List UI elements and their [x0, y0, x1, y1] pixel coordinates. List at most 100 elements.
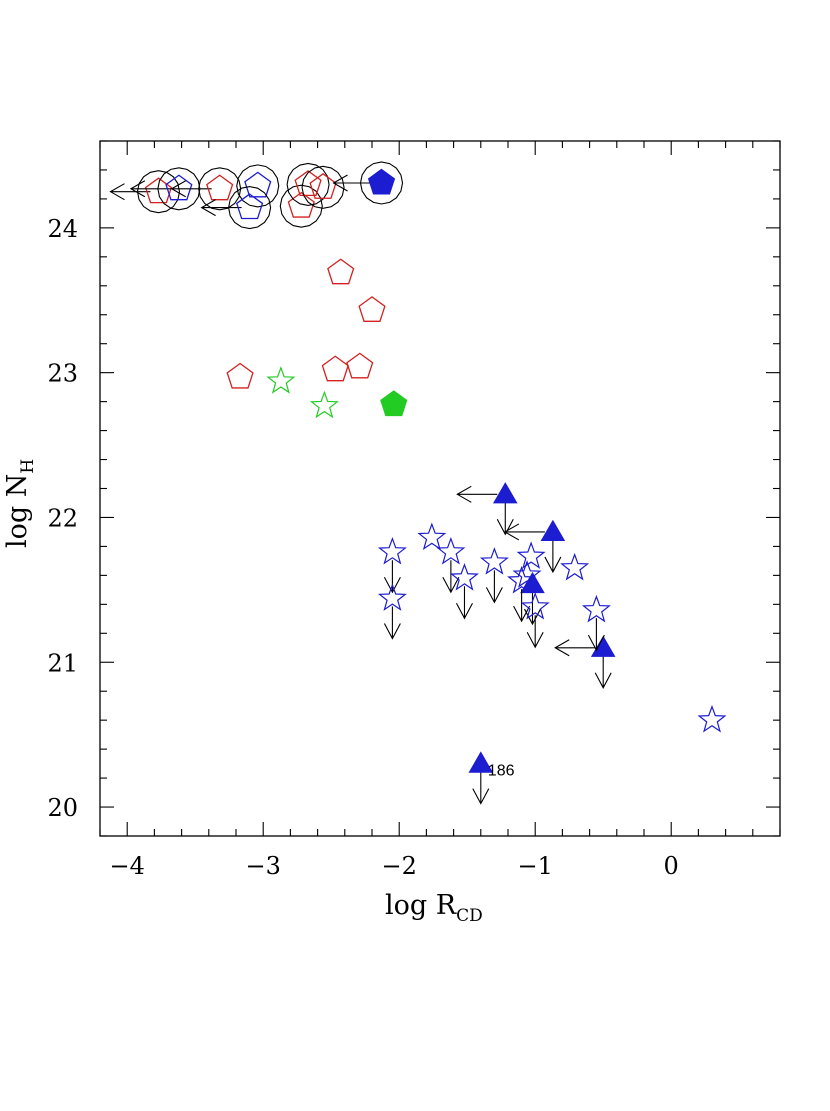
data-point: [516, 541, 546, 569]
data-point: [512, 560, 542, 588]
star-marker: [309, 390, 339, 419]
left-limit-arrow: [332, 174, 374, 192]
down-limit-arrow: [442, 560, 460, 594]
circle-marker: [301, 165, 345, 209]
down-limit-arrow: [523, 592, 541, 626]
data-point: [380, 390, 408, 417]
data-point: [346, 352, 374, 379]
star-marker: [266, 366, 296, 394]
star-marker: [377, 583, 407, 611]
pentagon-marker: [144, 177, 173, 204]
down-limit-arrow: [383, 606, 401, 640]
data-point: [321, 355, 349, 382]
down-limit-arrow: [513, 589, 531, 623]
pentagon-marker: [235, 193, 264, 220]
data-point: [170, 167, 242, 211]
pentagon-marker: [321, 355, 349, 382]
down-limit-arrow: [472, 771, 490, 805]
data-point: [417, 522, 447, 551]
data-point: [581, 594, 611, 652]
circle-marker: [279, 184, 323, 228]
star-marker: [581, 594, 611, 623]
data-point: [554, 635, 616, 689]
x-tick-label: −1: [518, 852, 553, 880]
data-point: [507, 565, 537, 623]
data-point: [503, 519, 566, 574]
star-marker: [697, 704, 727, 733]
pentagon-marker: [206, 174, 234, 201]
star-marker: [516, 541, 546, 569]
data-point: [266, 366, 296, 394]
filled-triangle-marker: [540, 519, 566, 542]
pentagon-marker: [226, 362, 254, 389]
data-point: [286, 162, 330, 207]
data-point: [560, 552, 590, 581]
data-point: [109, 170, 181, 214]
data-point: [327, 258, 355, 285]
data-points: 186: [109, 161, 727, 805]
pentagon-marker: [244, 171, 272, 198]
down-limit-arrow: [587, 618, 605, 652]
data-point: [309, 390, 339, 419]
left-limit-arrow: [170, 180, 212, 198]
point-annotation: 186: [488, 763, 515, 780]
filled-triangle-marker: [468, 751, 494, 773]
left-limit-arrow: [456, 485, 498, 503]
data-point: [358, 296, 386, 322]
star-marker: [377, 536, 407, 565]
data-point: [129, 167, 201, 211]
y-axis-label: log NH: [2, 459, 38, 548]
data-point: [377, 583, 407, 640]
pentagon-marker: [346, 352, 374, 379]
axis-ticks: [99, 140, 781, 837]
down-limit-arrow: [383, 560, 401, 594]
left-limit-arrow: [200, 199, 242, 217]
x-tick-label: −4: [110, 852, 145, 880]
pentagon-marker: [327, 258, 355, 285]
y-tick-label: 22: [47, 504, 78, 532]
circle-marker: [236, 164, 280, 208]
pentagon-marker: [309, 173, 337, 199]
data-point: 186: [468, 751, 515, 805]
circle-marker: [286, 162, 330, 207]
y-axis-label-subscript: H: [18, 459, 38, 474]
y-tick-label: 20: [47, 794, 78, 822]
data-point: [332, 161, 404, 205]
x-axis-label: log RCD: [385, 890, 483, 926]
filled-pentagon-marker: [380, 390, 408, 417]
down-limit-arrow: [544, 539, 562, 574]
down-limit-arrow: [485, 570, 503, 604]
data-point: [279, 184, 323, 228]
data-point: [236, 164, 280, 208]
left-limit-arrow: [129, 180, 171, 198]
data-point: [479, 547, 509, 604]
x-tick-labels: −4 −3 −2 −1 0: [110, 852, 679, 880]
x-axis-label-subscript: CD: [456, 906, 483, 926]
data-point: [697, 704, 727, 733]
data-point: [449, 563, 479, 620]
down-limit-arrow: [455, 586, 473, 620]
star-marker: [436, 536, 466, 565]
y-tick-label: 21: [47, 649, 78, 677]
star-marker: [507, 565, 537, 594]
y-tick-label: 23: [47, 360, 78, 388]
x-tick-label: −2: [382, 852, 417, 880]
pentagon-marker: [358, 296, 386, 322]
data-point: [520, 591, 550, 649]
star-marker: [479, 547, 509, 575]
plot-frame: [99, 140, 781, 837]
data-point: [301, 165, 345, 209]
x-tick-label: −3: [246, 852, 281, 880]
down-limit-arrow: [496, 502, 514, 536]
star-marker: [560, 552, 590, 581]
data-point: [377, 536, 407, 594]
data-point: [200, 186, 272, 230]
down-limit-arrow: [594, 655, 612, 689]
star-marker: [417, 522, 447, 551]
star-marker: [449, 563, 479, 591]
x-tick-label: 0: [664, 852, 679, 880]
filled-triangle-marker: [590, 635, 616, 657]
star-marker: [520, 591, 550, 620]
filled-triangle-marker: [492, 482, 518, 504]
